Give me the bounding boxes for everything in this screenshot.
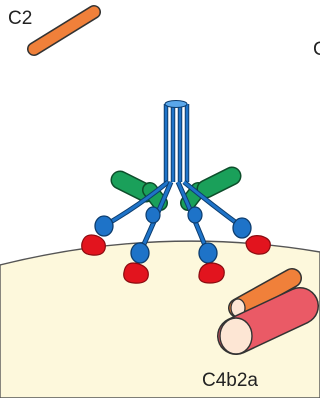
label-edge-fragment: C [313,40,320,59]
red-head [246,236,270,255]
c2-fragment [34,12,94,49]
label-c2: C2 [8,9,32,28]
blue-blob [199,243,217,263]
blue-blob [95,216,113,236]
red-head [199,263,224,283]
c1q-heads [120,176,232,203]
red-head [82,235,106,255]
blue-blob [188,207,202,223]
blue-blob [233,218,251,238]
c1q-head [206,176,232,189]
c1-stalk [165,101,187,183]
blue-blob [146,207,160,223]
blue-blob [131,243,149,263]
label-c4b2a: C4b2a [202,371,258,390]
